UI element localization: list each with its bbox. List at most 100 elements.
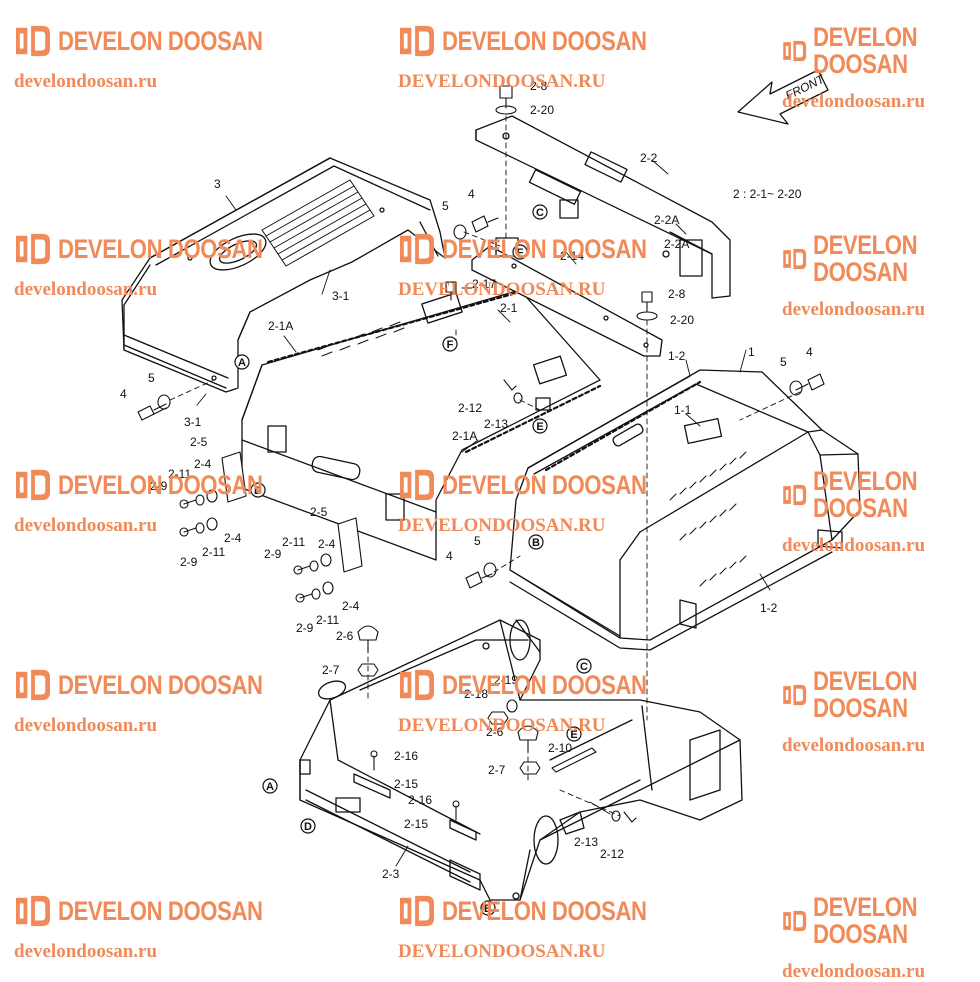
bolt-4-left [137,403,167,421]
watermark-site: develondoosan.ru [782,299,926,320]
part-label: 2-2A [654,213,679,227]
watermark-site: DEVELONDOOSAN.RU [398,515,606,536]
part-label: 2-4 [342,599,360,613]
part-label: 1-1 [674,403,692,417]
part-label: 5 [474,534,481,548]
watermark-brand: DEVELON DOOSAN [442,669,647,700]
part-label: 2-20 [530,103,554,117]
develon-logo-icon [16,233,50,265]
watermark: DEVELON DOOSAN DEVELONDOOSAN.RU [398,468,692,535]
watermark-brand: DEVELON DOOSAN [442,895,647,926]
watermark: DEVELON DOOSAN develondoosan.ru [14,24,308,91]
watermark-logo: DEVELON DOOSAN [398,468,692,502]
develon-logo-icon [783,484,807,506]
watermark-site: DEVELONDOOSAN.RU [398,279,606,300]
watermark-site: develondoosan.ru [14,941,158,962]
develon-logo-icon [400,25,434,57]
assembly-note: 2 : 2-1~ 2-20 [733,187,802,201]
callout-letter: D [304,821,312,833]
develon-logo-icon [400,895,434,927]
callout-letter: C [580,661,588,673]
bolt-4-right [795,373,825,391]
watermark-logo: DEVELON DOOSAN [398,24,692,58]
watermark-site: develondoosan.ru [14,715,158,736]
part-label: 2-9 [150,479,168,493]
part-label: 2-12 [600,847,624,861]
part-label: 2-4 [318,537,336,551]
part-label: 2-11 [202,545,225,559]
part-label: 4 [446,549,453,563]
develon-logo-icon [16,25,50,57]
watermark-brand: DEVELON DOOSAN [58,469,263,500]
callout-letter: D [254,485,262,497]
part-label: 2-6 [486,725,504,739]
hood-cover-1 [509,369,861,651]
washer-5-mid [483,562,497,578]
part-label: 2-16 [408,793,432,807]
part-label: 4 [120,387,127,401]
front-arrow-icon [737,69,829,125]
part-label: 2-15 [404,817,428,831]
washer-5-left [157,394,171,410]
part-label: 3-1 [332,289,350,303]
watermark-logo: DEVELON DOOSAN [14,24,308,58]
callout-letter: E [536,421,543,433]
part-label: 2-17 [472,277,496,291]
watermark: DEVELON DOOSAN develondoosan.ru [782,468,980,556]
watermark-brand: DEVELON DOOSAN [58,25,263,56]
leader-lines [196,159,771,867]
watermark-site: develondoosan.ru [782,735,926,756]
part-label: 2-9 [296,621,314,635]
watermark-logo: DEVELON DOOSAN [782,468,980,522]
develon-logo-icon [400,469,434,501]
part-label: 2-19 [494,673,518,687]
callout-letter: B [532,537,540,549]
part-label: 2-20 [670,313,694,327]
part-label: 2-11 [316,613,339,627]
part-labels: 11-11-21-22-12-1A2-1A2-22-2A2-2A2-32-42-… [120,79,813,881]
watermark-site: develondoosan.ru [782,535,926,556]
watermark-logo: DEVELON DOOSAN [782,894,980,948]
part-label: 2-11 [282,535,305,549]
watermark: DEVELON DOOSAN DEVELONDOOSAN.RU [398,232,692,299]
watermark-logo: DEVELON DOOSAN [14,232,308,266]
callout-letter: B [484,903,492,915]
part-label: 2-9 [264,547,282,561]
watermark-logo: DEVELON DOOSAN [14,468,308,502]
part-label: 4 [806,345,813,359]
hood-cover-3 [121,157,446,393]
part-label: 2-12 [458,401,482,415]
watermark-logo: DEVELON DOOSAN [398,232,692,266]
develon-logo-icon [16,469,50,501]
watermark-logo: DEVELON DOOSAN [14,668,308,702]
watermark-site: develondoosan.ru [14,515,158,536]
part-label: 2-4 [194,457,212,471]
callout-letter: C [536,207,544,219]
watermark-brand: DEVELON DOOSAN [813,666,918,723]
develon-logo-icon [783,910,807,932]
part-label: 2-9 [180,555,198,569]
watermark-logo: DEVELON DOOSAN [782,24,980,78]
watermark-brand: DEVELON DOOSAN [813,22,918,79]
develon-logo-icon [783,40,807,62]
watermark-logo: DEVELON DOOSAN [782,668,980,722]
watermark-logo: DEVELON DOOSAN [398,668,692,702]
part-label: 2-5 [190,435,208,449]
part-label: 2-4 [224,531,242,545]
watermark-site: develondoosan.ru [14,71,158,92]
part-label: 2-1A [268,319,293,333]
callout-letter: A [238,357,246,369]
part-label: 2-8 [530,79,548,93]
part-label: 2-6 [336,629,354,643]
watermark: DEVELON DOOSAN develondoosan.ru [782,668,980,756]
part-label: 3-1 [184,415,202,429]
watermark-brand: DEVELON DOOSAN [442,233,647,264]
part-label: 2-1A [452,429,477,443]
bolt-4-mid [465,571,493,589]
base-frame [299,619,743,901]
